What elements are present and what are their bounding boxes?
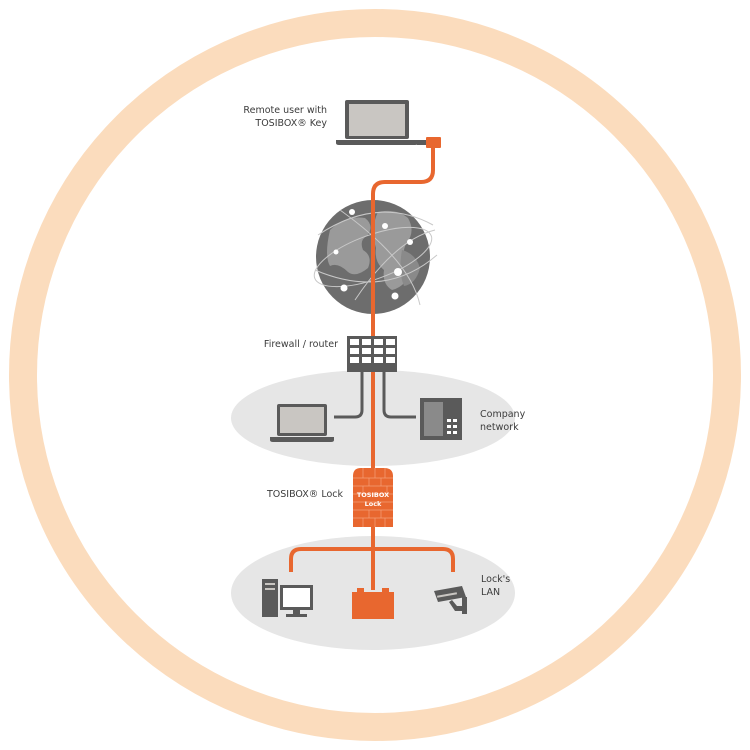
lock-lan-label: Lock's LAN: [481, 573, 510, 599]
company-network-label-line1: Company: [480, 409, 526, 420]
firewall-label: Firewall / router: [263, 339, 338, 350]
desktop-pc-icon: [262, 579, 313, 617]
security-camera-icon: [434, 586, 467, 614]
server-rack-icon: [420, 398, 462, 440]
tosibox-lock-label: TOSIBOX® Lock: [266, 489, 343, 500]
computer-icon: [270, 404, 334, 442]
lock-device-label-2: Lock: [365, 500, 382, 508]
lock-lan-label-line1: Lock's: [481, 574, 511, 585]
brick-lock-icon: TOSIBOX Lock: [353, 468, 393, 527]
company-network-label-line2: network: [480, 422, 519, 433]
firewall-grid-icon: [347, 336, 397, 372]
lock-lan-label-line2: LAN: [481, 587, 501, 598]
globe-icon: [313, 200, 438, 314]
usb-key-icon: [417, 137, 441, 148]
company-network-label: Company network: [480, 408, 525, 434]
remote-user-label-line2: TOSIBOX® Key: [255, 118, 327, 129]
tosibox-cable: [289, 146, 455, 590]
background-ring: [9, 9, 741, 741]
laptop-icon: [336, 100, 418, 145]
remote-user-label-line1: Remote user with: [243, 105, 327, 116]
remote-user-label: Remote user with TOSIBOX® Key: [243, 104, 327, 130]
battery-plc-icon: [352, 588, 394, 619]
company-links: [334, 372, 416, 419]
lock-device-label-1: TOSIBOX: [357, 491, 389, 499]
